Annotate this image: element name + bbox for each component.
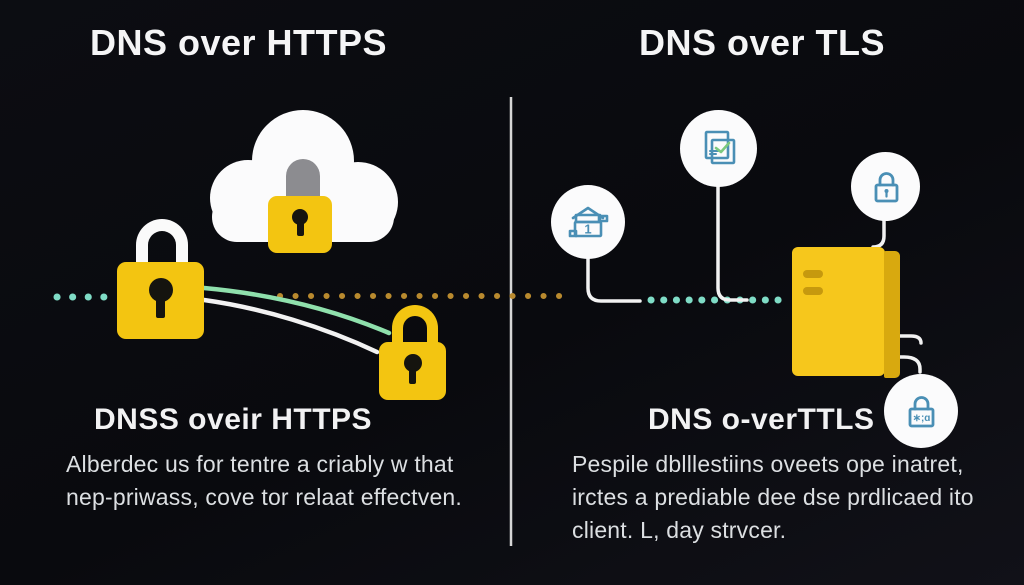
lock-circle	[851, 152, 920, 221]
documents-circle	[680, 110, 757, 187]
server-lock-circle: ∗;ɑ	[884, 374, 958, 448]
right-body-line-3: client. L, day strvcer.	[572, 517, 787, 543]
right-panel-title: DNS over TLS	[639, 22, 886, 63]
lock-glyphs: ∗;ɑ	[913, 413, 931, 424]
keyhole-icon	[292, 209, 308, 225]
hook-server-top	[896, 334, 923, 345]
small-padlock-shackle	[392, 305, 438, 347]
house-circle: 1	[551, 185, 625, 259]
stem-lock-circle	[871, 213, 886, 249]
small-padlock-icon	[379, 342, 446, 400]
cloud-padlock-shackle	[286, 159, 320, 203]
server-icon	[792, 247, 885, 376]
server-lock-icon: ∗;ɑ	[908, 396, 935, 428]
right-body-line-1: Pespile dblllestiins oveets ope inatret,	[572, 451, 964, 477]
hook-server-bottom	[896, 355, 922, 374]
left-body-line-1: Alberdec us for tentre a criably w that	[66, 451, 454, 477]
left-body-line-2: nep-priwass, cove tor relaat effectven.	[66, 484, 463, 510]
left-caption-heading: DNSS oveir HTTPS	[94, 403, 373, 436]
left-caption-body: Alberdec us for tentre a criably w that …	[66, 448, 462, 514]
right-caption-body: Pespile dblllestiins oveets ope inatret,…	[572, 448, 974, 547]
main-padlock-icon	[117, 262, 204, 339]
check-mark-icon	[714, 141, 730, 153]
server-side-panel	[884, 251, 900, 378]
right-body-line-2: irctes a prediable dee dse prdlicaed ito	[572, 484, 974, 510]
main-padlock-shackle	[136, 219, 188, 267]
right-caption-heading: DNS o-verTTLS	[648, 403, 875, 436]
stem-docs-circle	[716, 178, 749, 302]
documents-icon	[704, 130, 735, 164]
lock-icon	[874, 171, 898, 202]
stem-house-circle	[586, 248, 642, 303]
house-icon: 1	[568, 206, 609, 238]
server-led-slot	[803, 270, 823, 278]
left-panel-title: DNS over HTTPS	[90, 22, 388, 63]
curve-mint	[201, 285, 392, 336]
curve-white	[201, 297, 380, 355]
cloud-padlock-icon	[268, 196, 332, 253]
keyhole-icon	[403, 354, 422, 372]
house-number: 1	[584, 222, 591, 237]
server-led-slot	[803, 287, 823, 295]
